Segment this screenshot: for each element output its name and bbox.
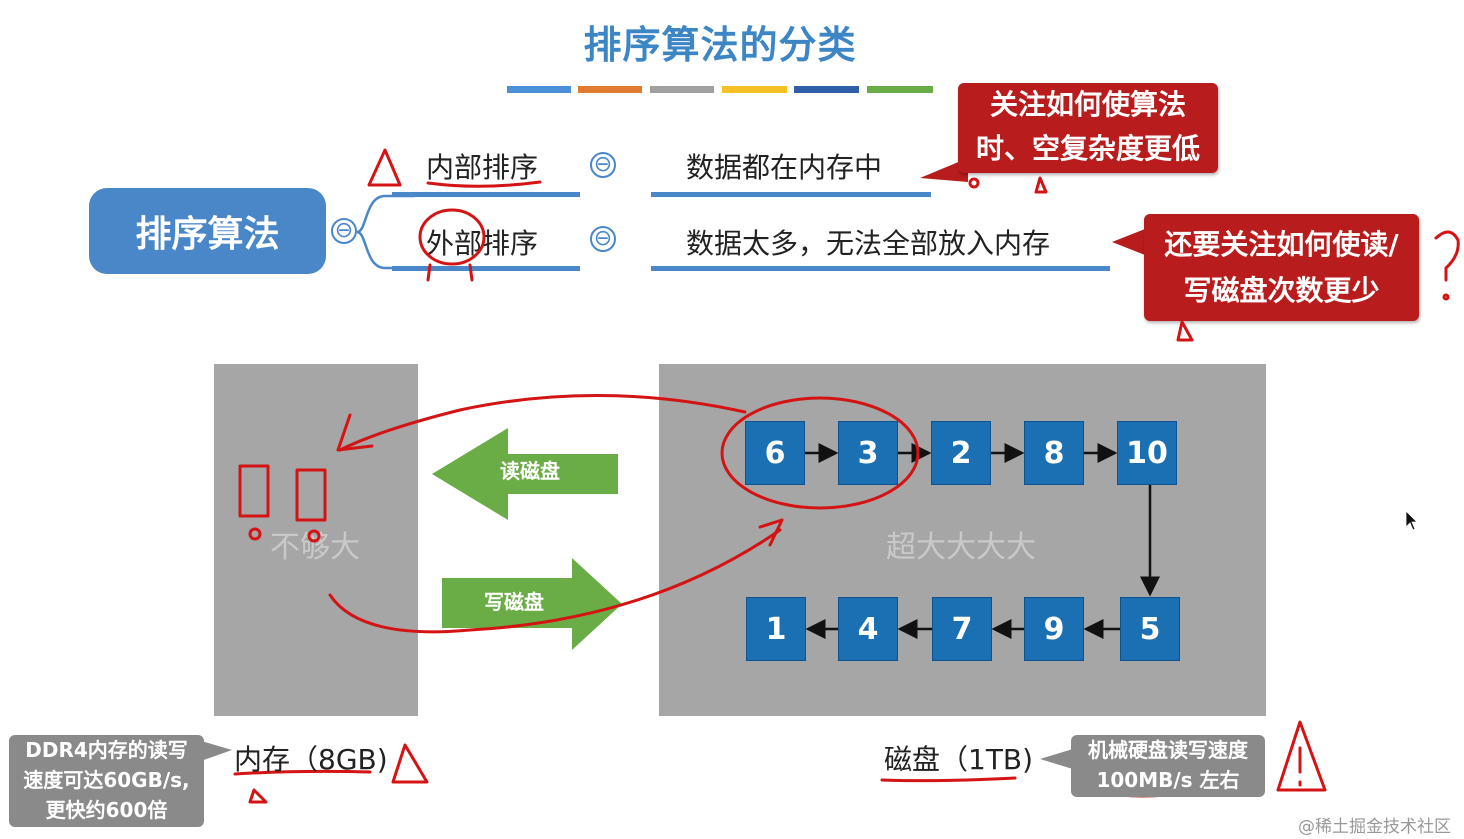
slide-title: 排序算法的分类: [583, 23, 857, 67]
title-color-bar-4: [722, 86, 787, 93]
title-color-bar-3: [650, 86, 714, 93]
callout-external-note: 还要关注如何使读/ 写磁盘次数更少: [1144, 214, 1419, 321]
mindmap-root-node[interactable]: 排序算法: [89, 188, 326, 274]
disk-block-node: 9: [1024, 597, 1084, 661]
mindmap-connector: [356, 194, 415, 270]
title-color-bar-5: [794, 86, 859, 93]
title-color-bar-6: [867, 86, 933, 93]
hdd-speed-note: 机械硬盘读写速度 100MB/s 左右: [1071, 735, 1265, 797]
ddr4-note-pointer: [198, 740, 232, 762]
branch-internal-description[interactable]: 数据都在内存中: [686, 151, 883, 184]
branch-internal-underline: [392, 192, 580, 197]
disk-block-node: 6: [745, 421, 805, 485]
title-color-bar-1: [507, 86, 571, 93]
disk-block-node: 3: [838, 421, 898, 485]
disk-caption: 磁盘（1TB): [884, 743, 1034, 776]
disk-block-node: 5: [1120, 597, 1180, 661]
read-disk-label: 读磁盘: [500, 459, 560, 483]
branch-external-desc-underline: [651, 266, 1110, 271]
callout-internal-note: 关注如何使算法 时、空复杂度更低: [958, 83, 1218, 173]
read-disk-arrow: [432, 428, 618, 520]
title-color-bar-2: [578, 86, 642, 93]
disk-block-node: 7: [932, 597, 992, 661]
disk-block-node: 8: [1024, 421, 1084, 485]
branch-external-underline: [392, 266, 580, 271]
watermark: @稀土掘金技术社区: [1298, 817, 1451, 837]
branch-external-description[interactable]: 数据太多，无法全部放入内存: [686, 227, 1051, 260]
branch-internal-desc-underline: [651, 192, 931, 197]
disk-block-node: 10: [1117, 421, 1177, 485]
ddr4-speed-note: DDR4内存的读写 速度可达60GB/s, 更快约600倍: [9, 735, 204, 827]
memory-panel-label: 不够大: [270, 530, 360, 565]
root-collapse-icon[interactable]: ⊖: [331, 218, 357, 244]
write-disk-arrow: [442, 558, 622, 650]
hdd-note-pointer: [1040, 748, 1076, 770]
write-disk-label: 写磁盘: [484, 590, 544, 614]
memory-caption: 内存（8GB): [234, 743, 388, 776]
branch-external-collapse-icon[interactable]: ⊖: [590, 226, 616, 252]
callout-external-pointer: [1112, 227, 1150, 257]
callout-internal-pointer: [920, 158, 968, 182]
disk-panel-label: 超大大大大: [886, 530, 1036, 565]
disk-block-node: 1: [746, 597, 806, 661]
branch-internal-sort[interactable]: 内部排序: [426, 151, 539, 184]
disk-block-node: 4: [838, 597, 898, 661]
disk-block-node: 2: [931, 421, 991, 485]
branch-internal-collapse-icon[interactable]: ⊖: [590, 152, 616, 178]
